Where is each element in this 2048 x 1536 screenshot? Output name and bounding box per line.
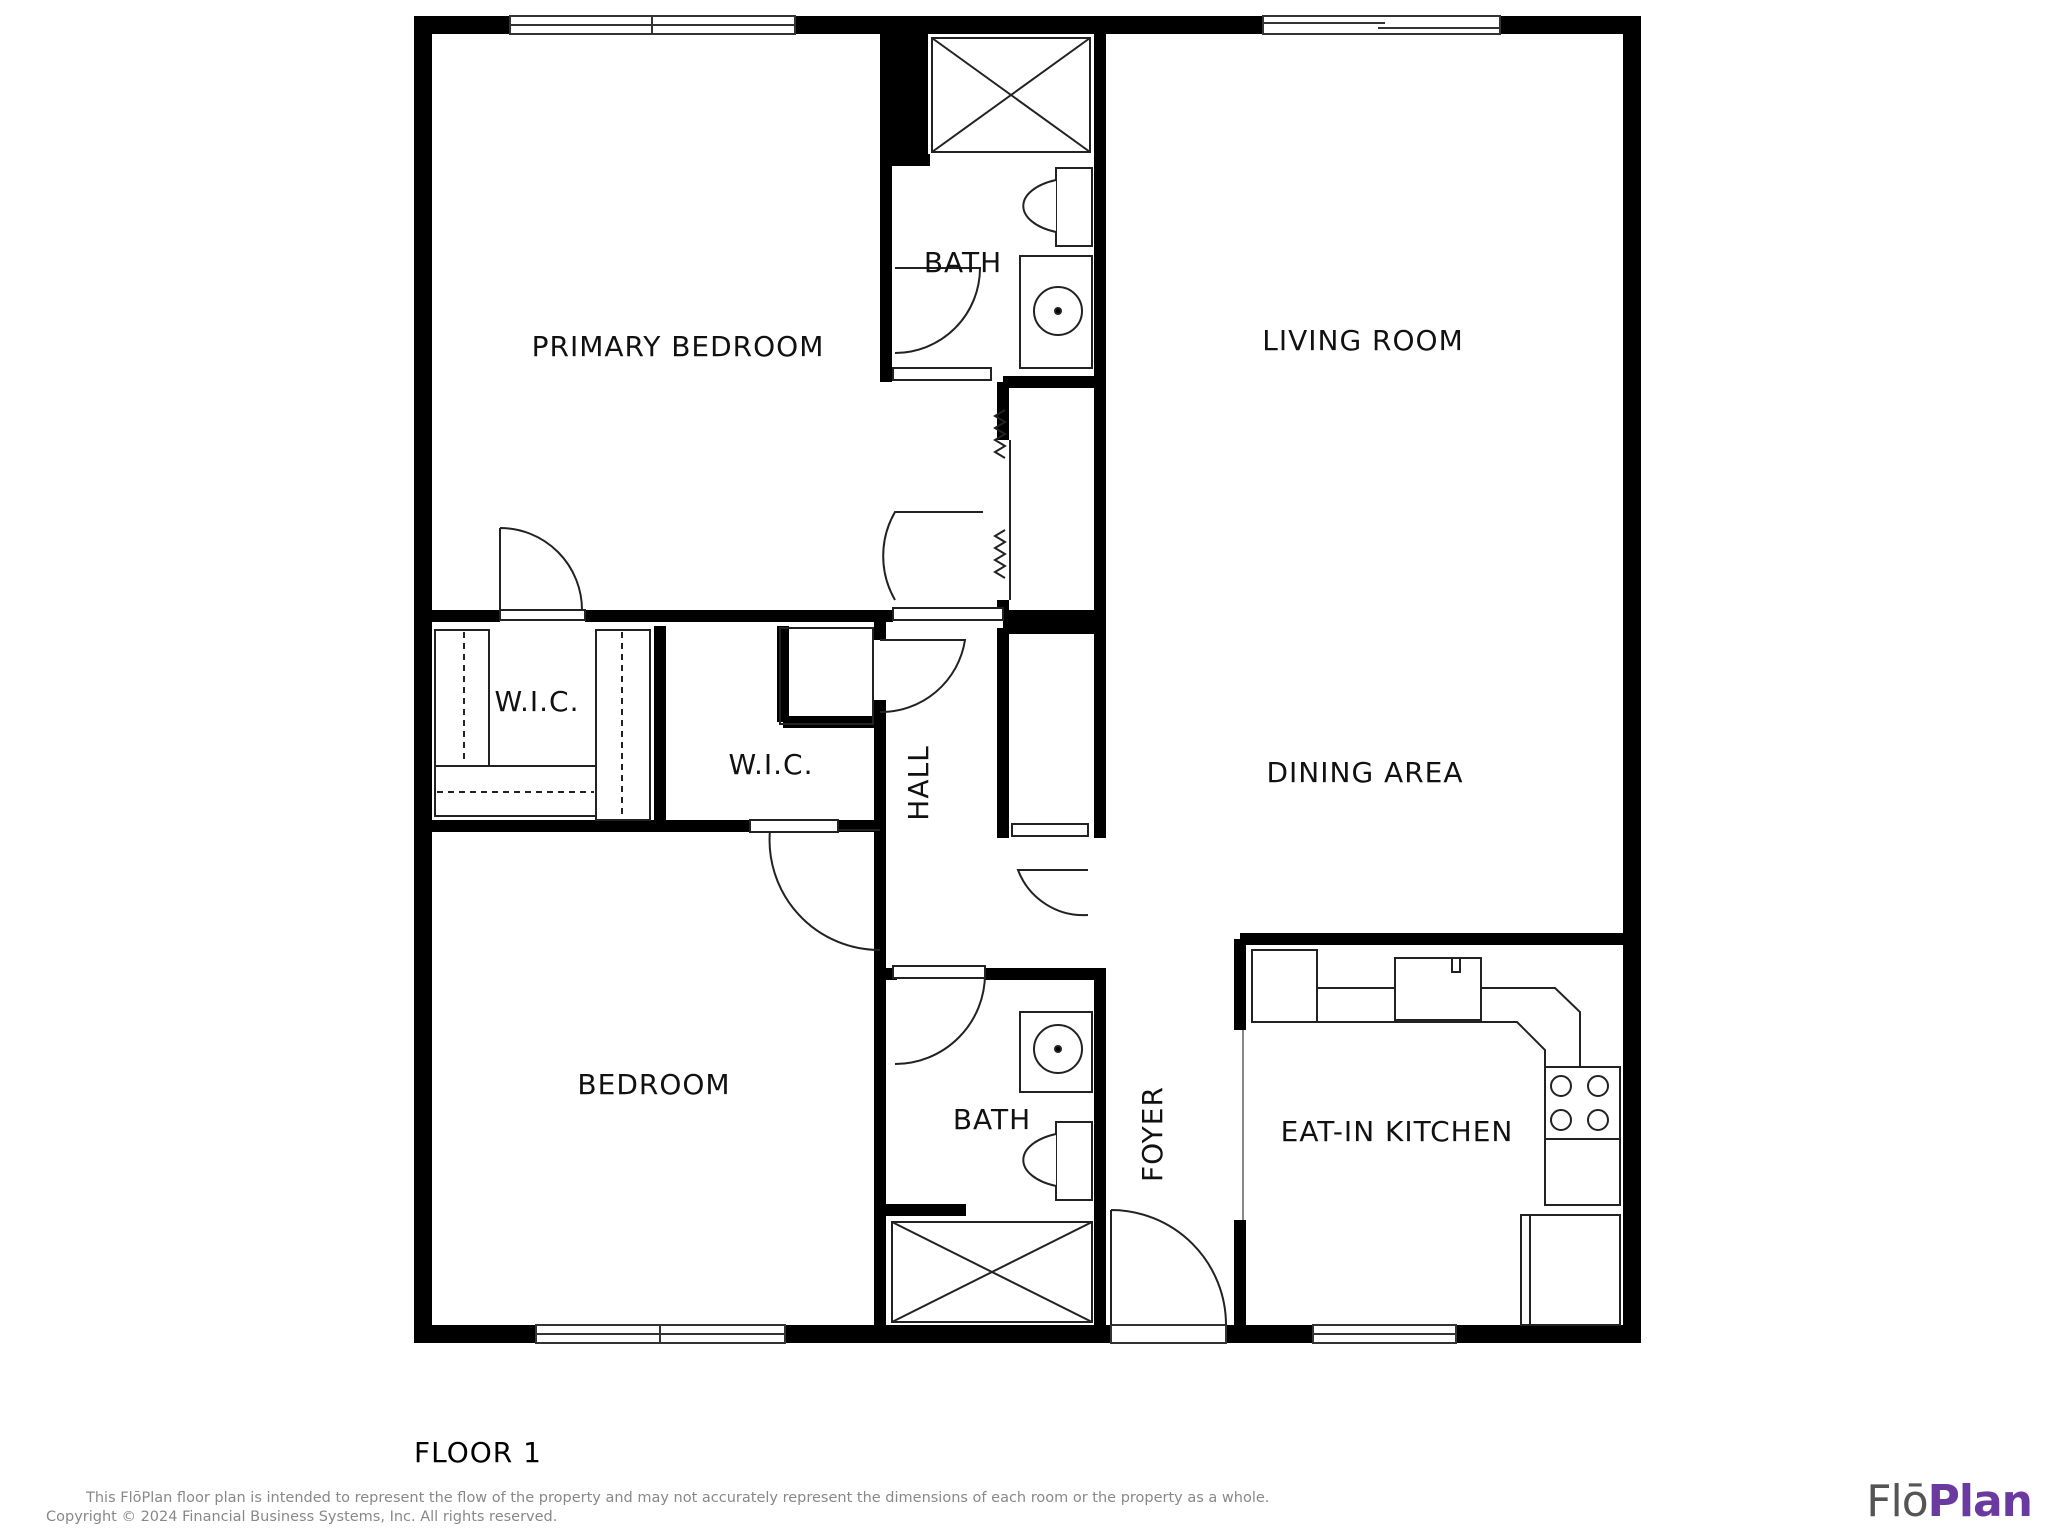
room-label-hall: HALL	[902, 745, 935, 820]
bath-fixtures	[1019, 167, 1093, 1201]
shower-primary	[931, 37, 1091, 153]
refrigerator	[1520, 1214, 1621, 1326]
copyright-text: Copyright © 2024 Financial Business Syst…	[46, 1509, 558, 1525]
room-label-kitchen: EAT-IN KITCHEN	[1281, 1115, 1514, 1148]
room-label-wic-left: W.I.C.	[495, 685, 580, 718]
floplan-logo: FlōPlan	[1866, 1476, 2033, 1527]
room-label-foyer: FOYER	[1136, 1086, 1169, 1182]
closet-shelves	[434, 627, 874, 821]
exterior-walls	[414, 16, 1641, 1343]
bifold-doors	[993, 409, 1011, 600]
room-label-dining-area: DINING AREA	[1266, 756, 1463, 789]
shower-second	[891, 1221, 1093, 1323]
bath-walls	[880, 25, 1106, 382]
kitchen-sink	[1394, 957, 1482, 1021]
floor-label: FLOOR 1	[414, 1436, 542, 1469]
disclaimer-text: This FlōPlan floor plan is intended to r…	[86, 1490, 1270, 1506]
doors	[499, 267, 1227, 1326]
room-label-primary-bedroom: PRIMARY BEDROOM	[532, 330, 825, 363]
kitchen-fixtures	[1242, 949, 1621, 1326]
window-top-right	[1262, 15, 1501, 35]
disclaimer: This FlōPlan floor plan is intended to r…	[46, 1489, 1269, 1527]
room-label-living-room: LIVING ROOM	[1262, 324, 1464, 357]
logo-flo: Flō	[1866, 1476, 1928, 1527]
room-label-wic-right: W.I.C.	[729, 748, 814, 781]
interior-walls	[423, 25, 1632, 1334]
entry-threshold	[1110, 1324, 1227, 1344]
logo-plan: Plan	[1927, 1476, 2033, 1527]
windows	[509, 15, 1501, 1344]
room-label-bath-second: BATH	[953, 1103, 1031, 1136]
room-label-bath-primary: BATH	[924, 246, 1002, 279]
showers	[891, 37, 1093, 1323]
room-label-bedroom: BEDROOM	[577, 1068, 730, 1101]
